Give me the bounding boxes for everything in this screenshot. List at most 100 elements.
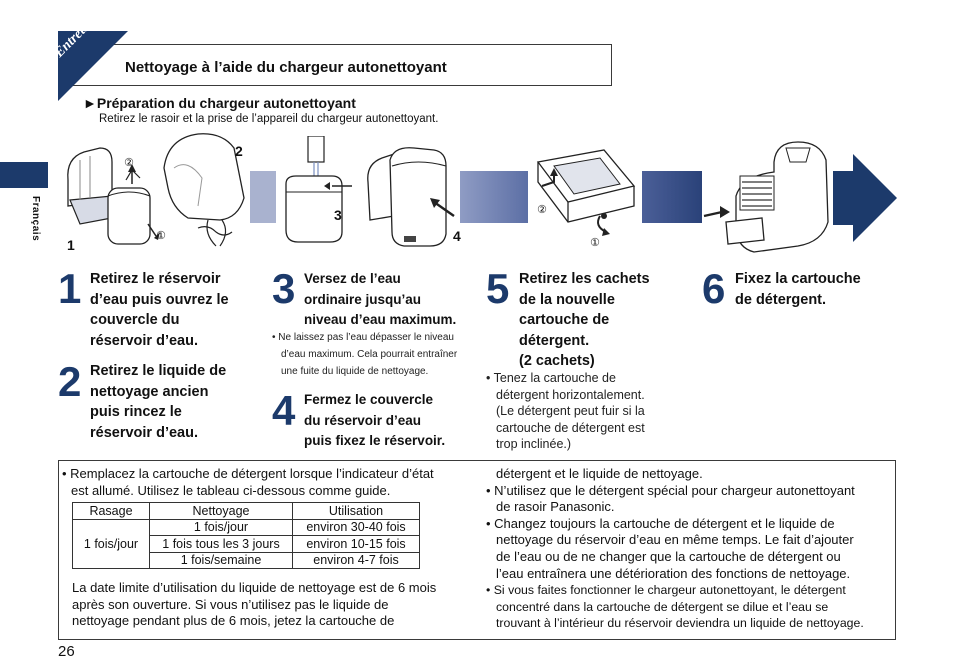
step-5-note-line: • Tenez la cartouche de [486,371,616,385]
step-4-line: du réservoir d’eau [304,412,422,428]
notes-right-column: détergent et le liquide de nettoyage. • … [486,466,864,632]
tank-rinse-illustration [163,133,245,247]
step-5-line: détergent. [519,332,590,349]
insert-cartridge-illustration [703,141,829,253]
notes-left-line: La date limite d’utilisation du liquide … [72,580,437,595]
charger-tank-removal-illustration [67,147,160,245]
figure-circled-5-2: ② [537,204,547,216]
step-5-line: cartouche de [519,312,610,328]
language-tab-marker [0,162,48,188]
notes-right-line: • N’utilisez que le détergent spécial po… [486,482,855,498]
step-5-note-line: trop inclinée.) [496,437,572,451]
step-3-text: Versez de l’eau ordinaire jusqu’au nivea… [304,269,456,331]
table-cell: environ 10-15 fois [292,535,420,553]
step-2-text: Retirez le liquide de nettoyage ancien p… [90,361,226,443]
figure-circled-2: ② [124,157,134,169]
notes-intro-line: est allumé. Utilisez le tableau ci-desso… [71,482,391,498]
step-3-line: Versez de l’eau [304,271,401,286]
step-band-1 [250,171,276,223]
step-2-line: réservoir d’eau. [90,424,198,441]
notes-right-line: • Si vous faites fonctionner le chargeur… [486,583,846,598]
step-number-3: 3 [272,265,296,312]
step-5-line: de la nouvelle [519,291,615,308]
step-5-line: Retirez les cachets [519,271,650,287]
step-1-line: réservoir d’eau. [90,332,198,349]
figure-circled-1: ① [156,230,166,242]
step-3-note: • Ne laissez pas l’eau dépasser le nivea… [272,329,457,380]
triangle-bullet-icon: ► [83,95,97,111]
step-6-line: de détergent. [735,291,827,308]
next-arrow-icon [833,154,897,242]
notes-left-line: nettoyage pendant plus de 6 mois, jetez … [72,613,395,629]
step-5-note: • Tenez la cartouche de détergent horizo… [486,370,645,453]
step-2-line: nettoyage ancien [90,383,209,400]
step-5-text: Retirez les cachets de la nouvelle carto… [519,269,650,372]
step-3-note-line: d’eau maximum. Cela pourrait entraîner [281,349,458,360]
language-tab-label: Français [30,196,41,242]
step-5-note-line: détergent horizontalement. [496,387,645,402]
table-cell: 1 fois/semaine [149,551,293,569]
cartridge-seal-illustration [536,149,636,236]
step-4-line: Fermez le couvercle [304,392,434,407]
step-1-line: d’eau puis ouvrez le [90,291,229,308]
step-1-line: Retirez le réservoir [90,271,221,287]
step-1-text: Retirez le réservoir d’eau puis ouvrez l… [90,269,229,351]
figure-label-1: 1 [67,237,75,253]
notes-right-line: de rasoir Panasonic. [496,499,615,515]
close-lid-illustration [367,147,455,247]
figure-label-4: 4 [453,228,461,244]
step-number-2: 2 [58,358,82,405]
step-5-note-line: (Le détergent peut fuir si la [496,404,645,418]
page-number: 26 [58,643,75,660]
step-band-3 [642,171,702,223]
step-number-4: 4 [272,387,296,434]
water-fill-illustration [285,136,352,243]
table-cell: 1 fois tous les 3 jours [149,535,293,553]
notes-left-paragraph: La date limite d’utilisation du liquide … [72,580,436,630]
notes-left-line: après son ouverture. Si vous n’utilisez … [72,596,389,612]
step-3-note-line: • Ne laissez pas l’eau dépasser le nivea… [272,332,454,343]
figure-label-2: 2 [235,143,243,159]
step-number-6: 6 [702,265,726,312]
table-header-cell: Utilisation [292,502,420,520]
table-header-row: Rasage Nettoyage Utilisation [72,502,420,520]
step-band-2 [460,171,528,223]
step-5-line: (2 cachets) [519,353,595,369]
table-row: 1 fois/semaine environ 4-7 fois [73,551,420,569]
step-3-line: niveau d’eau maximum. [304,312,457,327]
table-header-cell: Rasage [72,502,150,520]
step-5-note-line: cartouche de détergent est [496,420,645,435]
step-3-line: ordinaire jusqu’au [304,291,422,307]
step-2-line: Retirez le liquide de [90,363,227,379]
page-title: Nettoyage à l’aide du chargeur autonetto… [125,59,447,76]
figure-circled-5-1: ① [590,237,600,249]
preparation-title: ►Préparation du chargeur autonettoyant [83,95,356,111]
step-3-note-line: une fuite du liquide de nettoyage. [281,366,429,377]
notes-right-line: nettoyage du réservoir d’eau en même tem… [496,532,854,548]
notes-right-line: de l’eau ou de ne changer que la cartouc… [496,548,841,564]
step-6-text: Fixez la cartouche de détergent. [735,269,861,310]
step-4-line: puis fixez le réservoir. [304,433,446,448]
preparation-title-text: Préparation du chargeur autonettoyant [96,95,356,111]
table-cell: 1 fois/jour [149,518,293,536]
notes-right-line: concentré dans la cartouche de détergent… [496,599,829,614]
notes-box [58,460,896,640]
step-6-line: Fixez la cartouche [735,271,861,287]
notes-right-line: • Changez toujours la cartouche de déter… [486,515,835,531]
table-cell: environ 4-7 fois [292,551,420,569]
notes-intro: • Remplacez la cartouche de détergent lo… [62,466,434,499]
notes-right-line: trouvant à l’intérieur du réservoir devi… [496,616,864,631]
section-tab-triangle [58,31,128,101]
table-row-label: 1 fois/jour [72,518,150,569]
preparation-text: Retirez le rasoir et la prise de l’appar… [99,113,439,125]
notes-right-line: détergent et le liquide de nettoyage. [496,466,703,481]
table-cell: environ 30-40 fois [292,518,420,536]
figure-label-3: 3 [334,207,342,223]
table-row: 1 fois/jour 1 fois/jour environ 30-40 fo… [72,518,420,569]
step-number-1: 1 [58,265,82,312]
step-2-line: puis rincez le [90,404,182,420]
step-1-line: couvercle du [90,312,180,328]
step-4-text: Fermez le couvercle du réservoir d’eau p… [304,390,445,452]
step-number-5: 5 [486,265,510,312]
table-header-cell: Nettoyage [149,502,293,520]
